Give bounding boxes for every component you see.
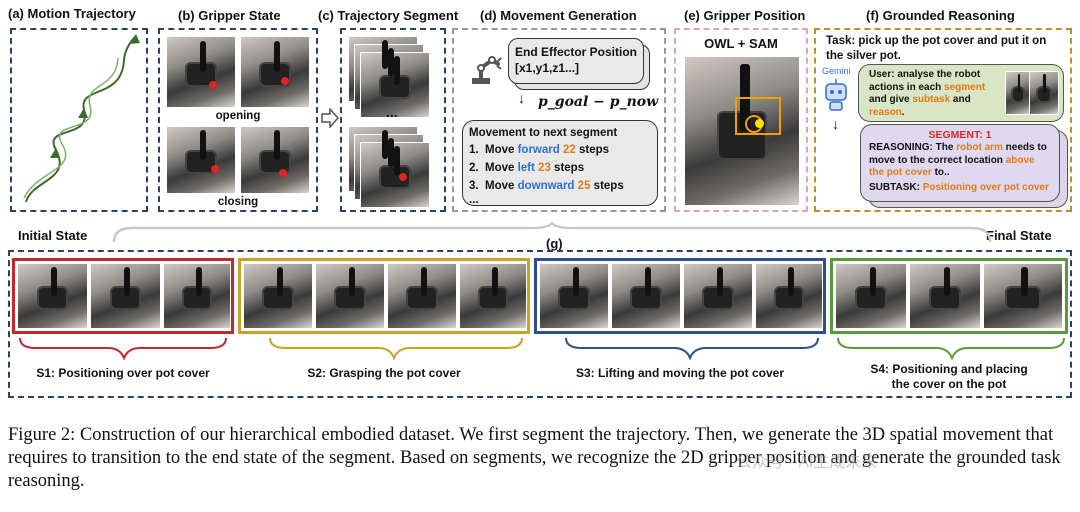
trajectory-curve [23, 34, 140, 203]
panel-d-frame: End Effector Position [x1,y1,z1...] ↓ p_… [452, 28, 666, 212]
user-prompt-text: User: analyse the robot actions in each … [869, 69, 986, 118]
task-text: Task: pick up the pot cover and put it o… [826, 35, 1047, 62]
movement-more: ... [469, 194, 479, 206]
initial-state-label: Initial State [18, 228, 88, 243]
label-closing: closing [217, 196, 259, 208]
segment-label: SEGMENT: 1 [928, 129, 992, 141]
gripper-photo-1 [166, 36, 236, 108]
watermark: 公众号 · AI生成未来 [736, 454, 878, 471]
figure-caption: Figure 2: Construction of our hierarchic… [8, 424, 1072, 493]
ee-card: End Effector Position [x1,y1,z1...] [508, 38, 644, 84]
segment-photo-6 [360, 142, 430, 208]
ee-coords: [x1,y1,z1...] [515, 61, 580, 75]
final-state-label: Final State [986, 228, 1052, 243]
stage-s1-label: S1: Positioning over pot cover [36, 366, 210, 380]
arrow-down-icon: ↓ [832, 116, 839, 132]
segment-ellipsis: ... [386, 104, 398, 120]
stage-photo [983, 263, 1063, 329]
panel-g-frame [8, 250, 1072, 398]
robot-arm-icon [472, 56, 502, 84]
gemini-label: Gemini [822, 66, 851, 76]
stage-braces [19, 337, 1065, 360]
stage-photo [539, 263, 609, 329]
panel-c-title: (c) Trajectory Segment [318, 8, 459, 23]
subtask-text: SUBTASK: Positioning over pot cover [869, 181, 1049, 193]
gripper-photo-2 [240, 36, 310, 108]
panel-e-frame: OWL + SAM [674, 28, 808, 212]
gripper-position-photo [684, 56, 800, 206]
stage-s4-label-line1: S4: Positioning and placing [870, 362, 1028, 376]
stage-s2-label: S2: Grasping the pot cover [307, 366, 461, 380]
gripper-photo-4 [240, 126, 310, 194]
panel-a-frame [10, 28, 148, 212]
arrow-down-icon: ↓ [518, 90, 525, 106]
stage-photo [835, 263, 907, 329]
stage-photo [387, 263, 457, 329]
owl-sam-label: OWL + SAM [704, 36, 778, 51]
ee-title: End Effector Position [515, 45, 638, 59]
prompt-photo-1 [1005, 71, 1031, 115]
stage-s4-label-line2: the cover on the pot [891, 377, 1007, 391]
panel-e-title: (e) Gripper Position [684, 8, 806, 23]
response-card: SEGMENT: 1 REASONING: The robot arm need… [860, 124, 1060, 202]
robot-face-icon [825, 79, 847, 111]
stage-s1-frame [12, 258, 234, 334]
panel-b-frame: opening closing [158, 28, 318, 212]
g-label: (g) [546, 236, 563, 251]
panel-d-title: (d) Movement Generation [480, 8, 637, 23]
stage-photo [459, 263, 527, 329]
gripper-photo-3 [166, 126, 236, 194]
panel-c-frame: ... [340, 28, 446, 212]
panel-b-title: (b) Gripper State [178, 8, 281, 23]
arrow-right-icon [321, 108, 340, 128]
stage-photo [683, 263, 753, 329]
label-opening: opening [215, 110, 261, 122]
stage-photo [163, 263, 231, 329]
movement-list: 1. Move forward 22 steps 2. Move left 23… [463, 141, 657, 206]
stage-s4-label: S4: Positioning and placing the cover on… [830, 362, 1068, 392]
panel-a-title: (a) Motion Trajectory [8, 6, 136, 21]
movement-item: 2. Move left 23 steps [469, 162, 585, 174]
stage-photo [17, 263, 88, 329]
stage-s4-frame [830, 258, 1068, 334]
segment-photo-3 [360, 52, 430, 118]
stage-s3-frame [534, 258, 826, 334]
detection-box [735, 97, 781, 135]
reasoning-text: REASONING: The robot arm needs to move t… [869, 142, 1047, 178]
user-prompt-card: User: analyse the robot actions in each … [858, 64, 1064, 122]
position-formula: p_goal − p_now [538, 94, 659, 110]
stage-photo [315, 263, 385, 329]
stage-s2-frame [238, 258, 530, 334]
top-brace [112, 222, 992, 243]
stage-photo [909, 263, 981, 329]
panel-f-frame: Task: pick up the pot cover and put it o… [814, 28, 1072, 212]
stage-photo [243, 263, 313, 329]
gripper-point [755, 119, 764, 128]
movement-item: 3. Move downward 25 steps [469, 180, 624, 192]
caption-text: Figure 2: Construction of our hierarchic… [8, 425, 1061, 491]
panel-f-title: (f) Grounded Reasoning [866, 8, 1015, 23]
movement-card: Movement to next segment 1. Move forward… [462, 120, 658, 206]
movement-item: 1. Move forward 22 steps [469, 144, 610, 156]
stage-photo [755, 263, 823, 329]
stage-photo [90, 263, 161, 329]
stage-s3-label: S3: Lifting and moving the pot cover [575, 366, 784, 380]
movement-heading: Movement to next segment [469, 127, 618, 139]
stage-photo [611, 263, 681, 329]
prompt-photo-2 [1029, 71, 1059, 115]
